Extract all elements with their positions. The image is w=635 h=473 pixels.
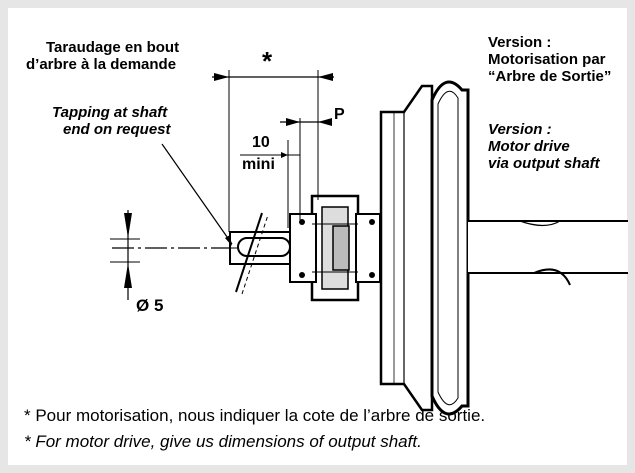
wheel-tyre: [430, 80, 470, 416]
through-shaft: [468, 221, 628, 273]
version-fr-title: Version :: [488, 34, 552, 51]
keyway: [237, 237, 291, 257]
footnote-en: * For motor drive, give us dimensions of…: [24, 432, 422, 451]
p-arrow-left: [286, 118, 300, 126]
star-arrow-right: [318, 73, 333, 81]
dimension-10-label: 10: [252, 134, 270, 151]
dimension-star-label: *: [262, 46, 273, 76]
version-fr-line3: “Arbre de Sortie”: [488, 68, 612, 85]
wheel-disc: [379, 84, 434, 412]
dimension-mini-label: mini: [242, 156, 275, 173]
tapping-label-fr-line1: Taraudage en bout: [46, 39, 180, 56]
dimension-p-label: P: [334, 106, 345, 123]
tapping-label-en-line1: Tapping at shaft: [52, 104, 168, 121]
version-en-title: Version :: [488, 121, 552, 138]
tapping-leader: [161, 143, 233, 245]
hub-assembly: [289, 194, 381, 302]
footnote-fr: * Pour motorisation, nous indiquer la co…: [24, 406, 486, 425]
mini-arrow: [281, 152, 288, 158]
diameter-arrow-bottom: [124, 263, 132, 288]
version-en-line3: via output shaft: [488, 155, 600, 172]
shaft-break: [533, 268, 571, 286]
tapping-leader-arrow: [225, 235, 232, 246]
section-cut-1: [235, 212, 263, 293]
tapping-label-fr-line2: d’arbre à la demande: [26, 56, 177, 73]
tapping-label-en-line2: end on request: [63, 121, 171, 138]
version-en-line2: Motor drive: [488, 138, 570, 155]
p-arrow-right: [318, 118, 332, 126]
diameter-arrow-top: [124, 213, 132, 238]
star-arrow-left: [214, 73, 229, 81]
dimension-diameter-label: Ø 5: [136, 296, 164, 315]
version-fr-line2: Motorisation par: [488, 51, 606, 68]
